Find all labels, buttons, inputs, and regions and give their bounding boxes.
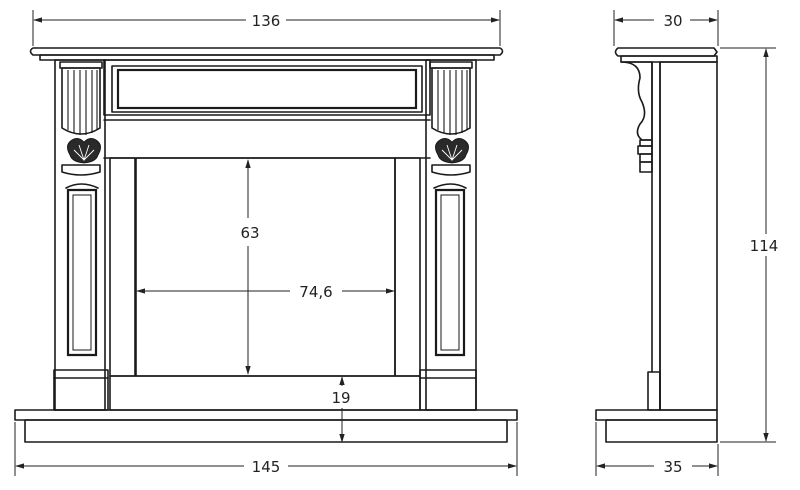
left-pilaster — [53, 59, 109, 411]
side-view — [595, 47, 718, 443]
opening-right-jamb — [394, 157, 421, 377]
opening-left-jamb — [109, 157, 136, 377]
dimension-total-height — [720, 47, 776, 443]
side-corbel — [620, 61, 653, 141]
firebox-opening — [135, 157, 396, 377]
side-hearth-top — [595, 409, 718, 421]
hearth-top — [14, 409, 518, 421]
hearth-base — [24, 419, 508, 443]
dimension-label-145: 145 — [252, 458, 281, 476]
frieze-panel — [116, 68, 418, 110]
right-pilaster — [419, 59, 477, 411]
shell-carving-left — [67, 138, 101, 164]
dimension-label-19: 19 — [331, 389, 350, 407]
dimension-side-bottom — [595, 422, 719, 476]
frieze — [103, 59, 431, 116]
side-hearth-base — [605, 419, 718, 443]
side-mantel-shelf — [614, 47, 718, 57]
front-view — [14, 47, 518, 443]
dimension-label-63: 63 — [240, 224, 259, 242]
dimension-overall-bottom — [14, 422, 518, 476]
shell-carving-right — [435, 138, 469, 164]
dimension-label-35: 35 — [663, 458, 682, 476]
opening-sill — [109, 375, 421, 411]
mantel-shelf — [29, 47, 504, 56]
dimension-label-136: 136 — [252, 12, 281, 30]
dimension-label-30: 30 — [663, 12, 682, 30]
dimension-label-74-6: 74,6 — [299, 283, 332, 301]
dimension-overall-top — [32, 10, 501, 46]
dimension-label-114: 114 — [750, 237, 779, 255]
dimension-side-top — [613, 10, 719, 46]
